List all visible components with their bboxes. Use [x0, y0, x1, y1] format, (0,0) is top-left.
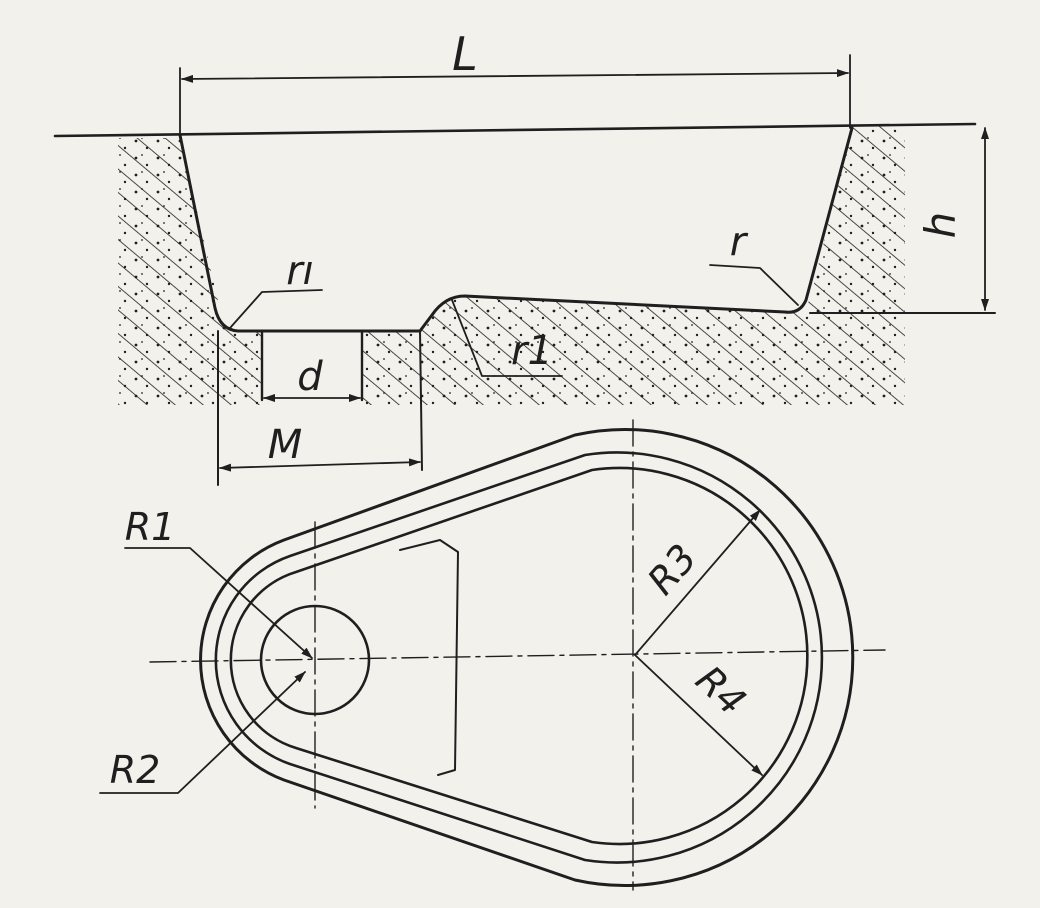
- inner-bracket: [399, 539, 459, 776]
- label-d: d: [297, 354, 323, 400]
- soil-right-dots: [800, 126, 905, 312]
- label-l: L: [452, 27, 478, 81]
- centerline-horizontal: [149, 649, 886, 663]
- soil-bottom-dots: [218, 296, 905, 405]
- label-h: h: [916, 212, 965, 239]
- label-m: M: [268, 422, 303, 468]
- label-radius-step: r1: [511, 328, 553, 374]
- dim-line-m: [219, 458, 421, 472]
- label-r3: R3: [639, 536, 705, 603]
- radius-line-r4: [634, 654, 763, 776]
- section-view: L h rı r r1 d M: [53, 27, 996, 486]
- leader-radius-right: [709, 264, 799, 306]
- label-radius-right: r: [730, 219, 749, 265]
- soil-left-dots: [118, 138, 232, 405]
- pad-right-edge: [419, 330, 423, 471]
- plan-view: R1 R2 R3 R4: [99, 419, 886, 891]
- leader-r2: [99, 671, 306, 794]
- ground-line: [53, 122, 977, 138]
- hole-outline: [260, 330, 364, 402]
- outline-outer: [199, 428, 855, 887]
- leader-r1: [124, 547, 313, 659]
- label-r2: R2: [110, 748, 161, 792]
- leader-radius-left: [229, 289, 323, 329]
- outline-middle: [214, 451, 824, 864]
- label-r1: R1: [125, 505, 176, 549]
- radius-line-r3: [634, 509, 761, 656]
- label-radius-left: rı: [286, 248, 314, 294]
- outline-inner: [229, 466, 809, 846]
- dim-line-l: [181, 69, 849, 83]
- leader-radius-step: [451, 299, 563, 377]
- soil-hatching: [118, 126, 905, 412]
- pit-outline: [178, 126, 854, 333]
